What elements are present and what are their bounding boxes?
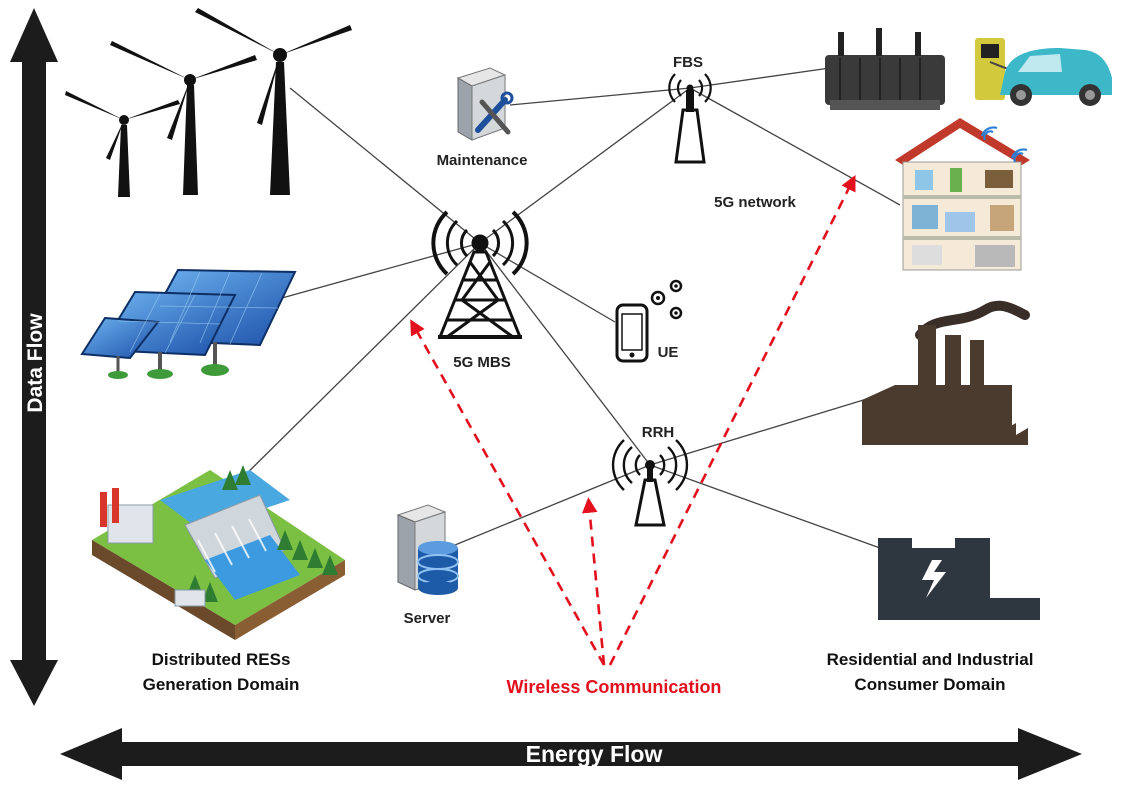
mbs-tower-icon (431, 210, 529, 339)
consumer-domain-line1: Residential and Industrial (827, 650, 1034, 669)
energy-flow-arrow: Energy Flow (60, 728, 1082, 780)
factory-icon (862, 300, 1030, 445)
wireless-arrows (410, 175, 856, 666)
link-mbs-ue (479, 242, 616, 323)
server-label: Server (404, 610, 451, 627)
wind-turbine-large-icon (195, 8, 352, 195)
transformer-icon (825, 28, 945, 110)
link-solar-mbs (281, 242, 481, 299)
network-label: 5G network (714, 194, 796, 211)
solar-panels-icon (80, 268, 297, 379)
link-rrh-factory (649, 397, 871, 466)
link-server-rrh (454, 464, 651, 546)
link-rrh-battery (649, 464, 881, 549)
consumer-domain-line2: Consumer Domain (854, 675, 1005, 694)
link-windturbine-mbs (289, 87, 481, 244)
wireless-communication-label: Wireless Communication (507, 677, 722, 697)
hydro-dam-icon (92, 465, 345, 640)
wireless-arrow-to-network (608, 175, 856, 666)
link-maintenance-fbs (509, 87, 691, 106)
smart-house-icon (895, 118, 1030, 271)
wind-turbine-medium-icon (110, 41, 257, 195)
link-fbs-house (689, 87, 901, 206)
generation-domain-line1: Distributed RESs (152, 650, 291, 669)
data-flow-label: Data Flow (24, 313, 47, 413)
wireless-arrow-to-rrh (581, 497, 606, 666)
battery-icon (878, 538, 1040, 620)
fbs-antenna-icon (668, 73, 712, 164)
energy-flow-label: Energy Flow (526, 741, 663, 767)
data-flow-arrow: Data Flow (10, 8, 58, 706)
generation-domain-line2: Generation Domain (143, 675, 300, 694)
wind-turbines-icon (65, 8, 352, 197)
wind-turbine-small-icon (65, 91, 180, 197)
ue-phone-icon (615, 279, 683, 363)
wireless-arrow-to-mbs (410, 319, 606, 666)
maintenance-icon (456, 67, 514, 141)
ev-charging-icon (975, 38, 1112, 106)
link-mbs-rrh (479, 242, 651, 466)
server-icon (396, 504, 459, 595)
mbs-label: 5G MBS (453, 354, 511, 371)
link-hydro-mbs (229, 242, 481, 491)
link-fbs-transformer (689, 67, 831, 89)
rrh-antenna-icon (611, 439, 689, 527)
rrh-label: RRH (642, 424, 675, 441)
link-mbs-fbs (479, 87, 691, 244)
maintenance-label: Maintenance (437, 152, 528, 169)
database-icon (417, 541, 459, 595)
fbs-label: FBS (673, 54, 703, 71)
ue-label: UE (658, 344, 679, 361)
solar-panel-front (80, 316, 160, 379)
network-links (229, 67, 901, 549)
gears-icon (650, 279, 683, 320)
